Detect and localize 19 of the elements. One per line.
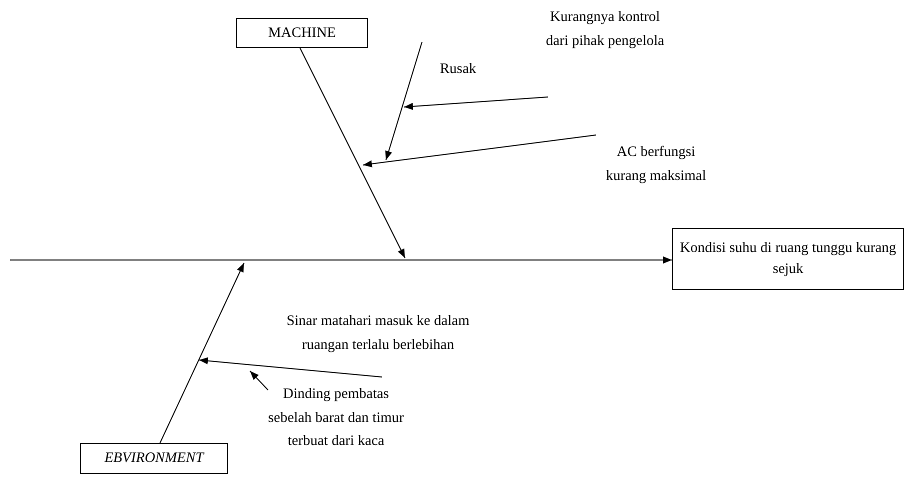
arrow [362, 134, 596, 168]
box-label: EBVIRONMENT [104, 449, 204, 468]
arrow [10, 256, 672, 264]
effect-box [672, 228, 904, 290]
arrow [198, 357, 382, 378]
box-label: MACHINE [268, 24, 336, 42]
cause-text: AC berfungsi kurang maksimal [604, 143, 708, 186]
arrow [250, 370, 268, 390]
arrow [300, 48, 406, 258]
cause-text: Sinar matahari masuk ke dalam ruangan terlalu berlebihan [286, 312, 470, 354]
arrow [385, 42, 422, 160]
category-box [236, 18, 368, 48]
category-box [80, 443, 228, 474]
cause-text: Rusak [438, 60, 478, 79]
cause-text: Dinding pembatas sebelah barat dan timur terbuat dari kaca [267, 385, 405, 451]
cause-text: Kurangnya kontrol dari pihak pengelola [545, 8, 665, 50]
arrow [160, 262, 244, 444]
box-label: Kondisi suhu di ruang tunggu kurang sejuk [678, 239, 898, 279]
arrow [404, 96, 548, 110]
